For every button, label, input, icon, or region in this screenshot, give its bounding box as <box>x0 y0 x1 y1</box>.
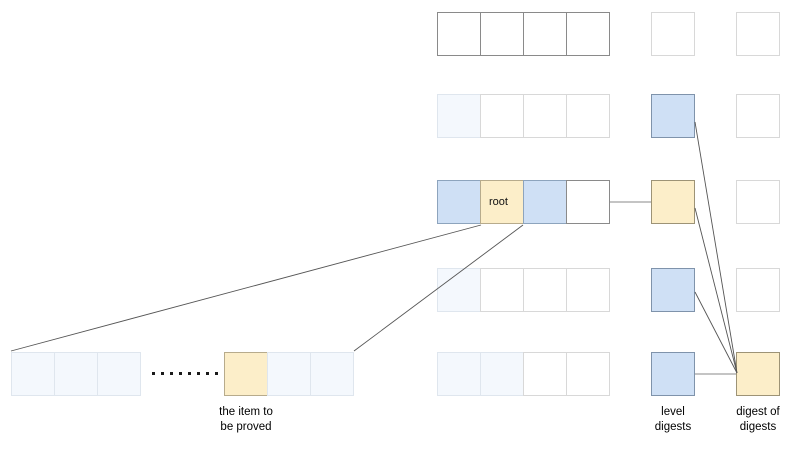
level-3-digest-of-digests <box>736 268 780 312</box>
expanded-row-cell-5 <box>310 352 354 396</box>
level-2-cell-3 <box>566 180 610 224</box>
level-1-cell-2 <box>523 94 567 138</box>
level-2-cell-2 <box>523 180 567 224</box>
caption-level-digests: level digests <box>654 406 692 433</box>
root-label: root <box>489 196 508 208</box>
level-0-level-digest <box>651 12 695 56</box>
level-1-digest-of-digests <box>736 94 780 138</box>
level-3-cell-2 <box>523 268 567 312</box>
converge-line-level-2 <box>694 207 738 374</box>
ellipsis-dot <box>152 372 155 375</box>
level-1-cell-3 <box>566 94 610 138</box>
level-0-cell-1 <box>480 12 524 56</box>
level-2-digest-of-digests <box>736 180 780 224</box>
caption-digest-of-digests: digest of digests <box>736 406 780 433</box>
ellipsis-dot <box>197 372 200 375</box>
ellipsis-dot <box>215 372 218 375</box>
level-0-cell-2 <box>523 12 567 56</box>
level-4-cell-1 <box>480 352 524 396</box>
level-3-cell-1 <box>480 268 524 312</box>
level-0-cell-0 <box>437 12 481 56</box>
converge-line-level-1 <box>694 121 738 374</box>
expanded-row-cell-proved <box>224 352 268 396</box>
level-3-cell-3 <box>566 268 610 312</box>
expanded-row-cell-0 <box>11 352 55 396</box>
expanded-row-cell-2 <box>97 352 141 396</box>
ellipsis-dot <box>179 372 182 375</box>
expansion-line-left <box>10 224 482 352</box>
level-4-cell-2 <box>523 352 567 396</box>
ellipsis-dot <box>206 372 209 375</box>
level-3-level-digest <box>651 268 695 312</box>
level-0-digest-of-digests <box>736 12 780 56</box>
ellipsis-dots <box>152 372 218 375</box>
ellipsis-dot <box>161 372 164 375</box>
level-1-cell-0 <box>437 94 481 138</box>
level-4-digest-of-digests <box>736 352 780 396</box>
level-2-cell-root <box>480 180 524 224</box>
converge-line-level-3 <box>694 291 738 374</box>
level-4-level-digest <box>651 352 695 396</box>
level-1-level-digest <box>651 94 695 138</box>
level-1-cell-1 <box>480 94 524 138</box>
ellipsis-dot <box>188 372 191 375</box>
level-0-cell-3 <box>566 12 610 56</box>
level-3-cell-0 <box>437 268 481 312</box>
level-4-cell-3 <box>566 352 610 396</box>
expanded-row-cell-1 <box>54 352 98 396</box>
expanded-row-cell-4 <box>267 352 311 396</box>
level-2-level-digest <box>651 180 695 224</box>
level-4-cell-0 <box>437 352 481 396</box>
ellipsis-dot <box>170 372 173 375</box>
caption-item-to-be-proved: the item to be proved <box>219 406 273 433</box>
level-2-cell-0 <box>437 180 481 224</box>
